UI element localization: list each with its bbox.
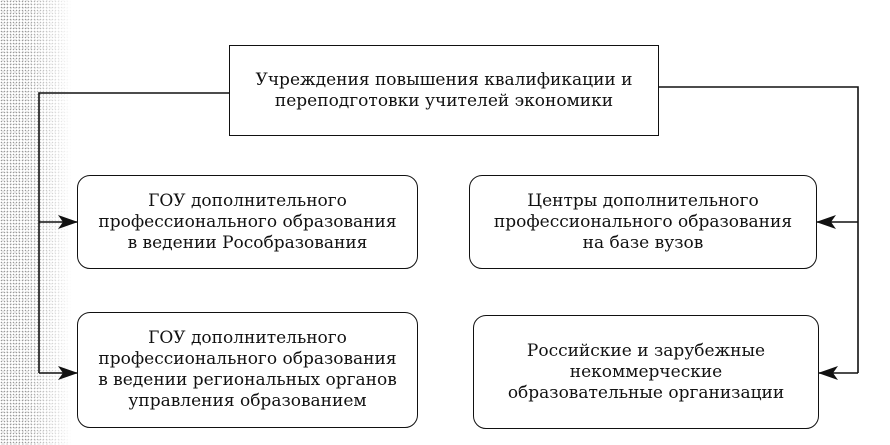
node-label: ГОУ дополнительного профессионального об… (98, 190, 397, 253)
node-nonprofit-organizations: Российские и зарубежные некоммерческие о… (473, 315, 819, 429)
node-university-centers: Центры дополнительного профессионального… (469, 175, 817, 269)
node-label: ГОУ дополнительного профессионального об… (98, 328, 397, 411)
node-label: Российские и зарубежные некоммерческие о… (507, 340, 785, 403)
node-gou-rosobrazovanie: ГОУ дополнительного профессионального об… (77, 175, 418, 269)
root-node-label: Учреждения повышения квалификации и пере… (255, 69, 633, 111)
right-trunk-line (659, 86, 859, 373)
root-node-box: Учреждения повышения квалификации и пере… (229, 45, 659, 136)
left-trunk-line (38, 92, 229, 373)
node-label: Центры дополнительного профессионального… (493, 190, 793, 253)
node-gou-regional: ГОУ дополнительного профессионального об… (77, 312, 418, 428)
